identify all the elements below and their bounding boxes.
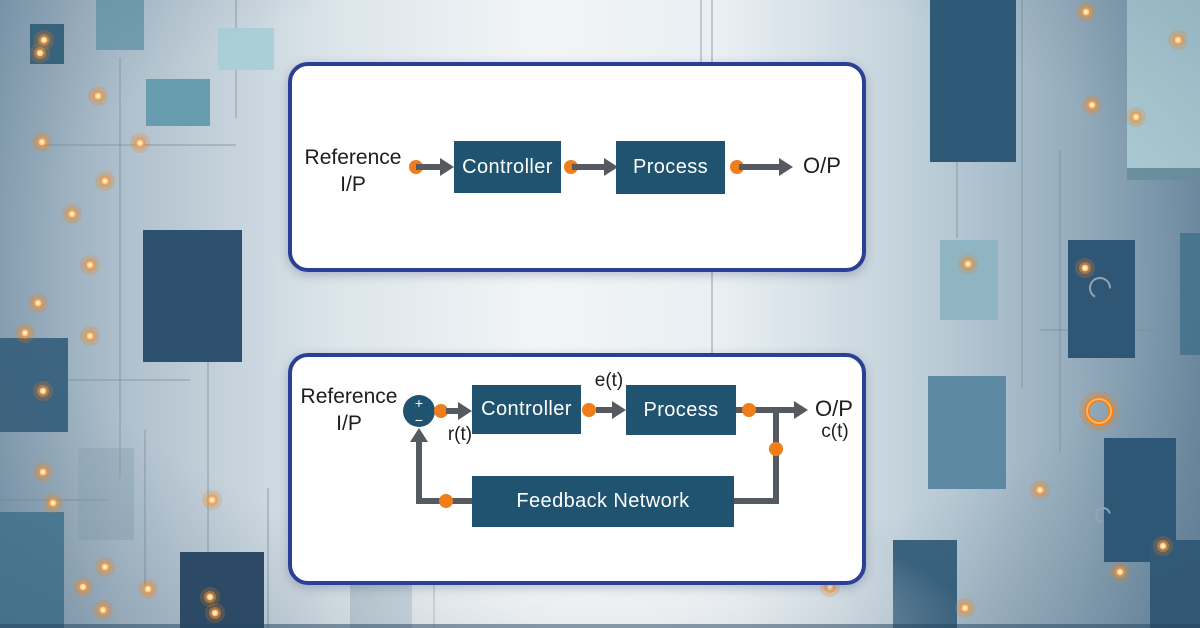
- output-label: O/P: [803, 153, 841, 178]
- plus-sign: +: [414, 395, 424, 411]
- arrowhead-icon: [794, 401, 808, 419]
- reference-input-label: Reference I/P: [298, 383, 400, 437]
- process-block: Process: [626, 385, 736, 435]
- signal-line: [739, 164, 779, 170]
- process-block-label: Process: [632, 156, 709, 178]
- orange-ring-ornament: [1079, 391, 1119, 431]
- arrowhead-icon: [458, 402, 472, 420]
- node-dot: [730, 160, 744, 174]
- signal-line: [596, 407, 612, 413]
- feedback-branch-line: [773, 410, 779, 504]
- output-label: O/P: [815, 396, 853, 421]
- reference-label-line2: I/P: [336, 412, 362, 435]
- summing-junction: + −: [403, 395, 435, 427]
- reference-input-label: Reference I/P: [300, 144, 406, 198]
- controller-block: Controller: [472, 385, 581, 434]
- node-dot: [742, 403, 756, 417]
- signal-line: [446, 408, 459, 414]
- controller-block-label: Controller: [462, 155, 553, 178]
- arrowhead-icon: [612, 401, 626, 419]
- crescent-ornaments: [1089, 277, 1111, 523]
- output-signal-label: c(t): [821, 421, 849, 442]
- node-dot: [434, 404, 448, 418]
- process-block: Process: [616, 141, 725, 194]
- node-dot: [769, 442, 783, 456]
- feedback-line: [734, 498, 779, 504]
- node-dot: [582, 403, 596, 417]
- reference-label-line2: I/P: [340, 173, 366, 196]
- reference-signal-label: r(t): [447, 424, 473, 445]
- signal-line: [572, 164, 604, 170]
- signal-line: [416, 164, 442, 170]
- reference-label-line1: Reference: [300, 385, 398, 408]
- closed-loop-diagram-card: Reference I/P + − Controller e(t) Proces…: [288, 353, 866, 585]
- signal-line: [736, 407, 794, 413]
- feedback-network-label: Feedback Network: [516, 490, 690, 512]
- arrowhead-up-icon: [410, 428, 428, 442]
- controller-block: Controller: [454, 141, 561, 193]
- minus-sign: −: [414, 412, 424, 428]
- controller-block-label: Controller: [481, 398, 572, 420]
- arrowhead-icon: [604, 158, 618, 176]
- arrowhead-icon: [779, 158, 793, 176]
- error-signal-label: e(t): [594, 370, 624, 391]
- process-block-label: Process: [643, 398, 719, 421]
- reference-label-line1: Reference: [304, 146, 402, 169]
- open-loop-diagram-card: Reference I/P Controller Process O/P: [288, 62, 866, 272]
- arrowhead-icon: [440, 158, 454, 176]
- bg-bottom-edge: [0, 624, 1200, 628]
- feedback-network-block: Feedback Network: [472, 476, 734, 527]
- node-dot: [439, 494, 453, 508]
- node-dot: [564, 160, 578, 174]
- feedback-return-line: [416, 442, 422, 504]
